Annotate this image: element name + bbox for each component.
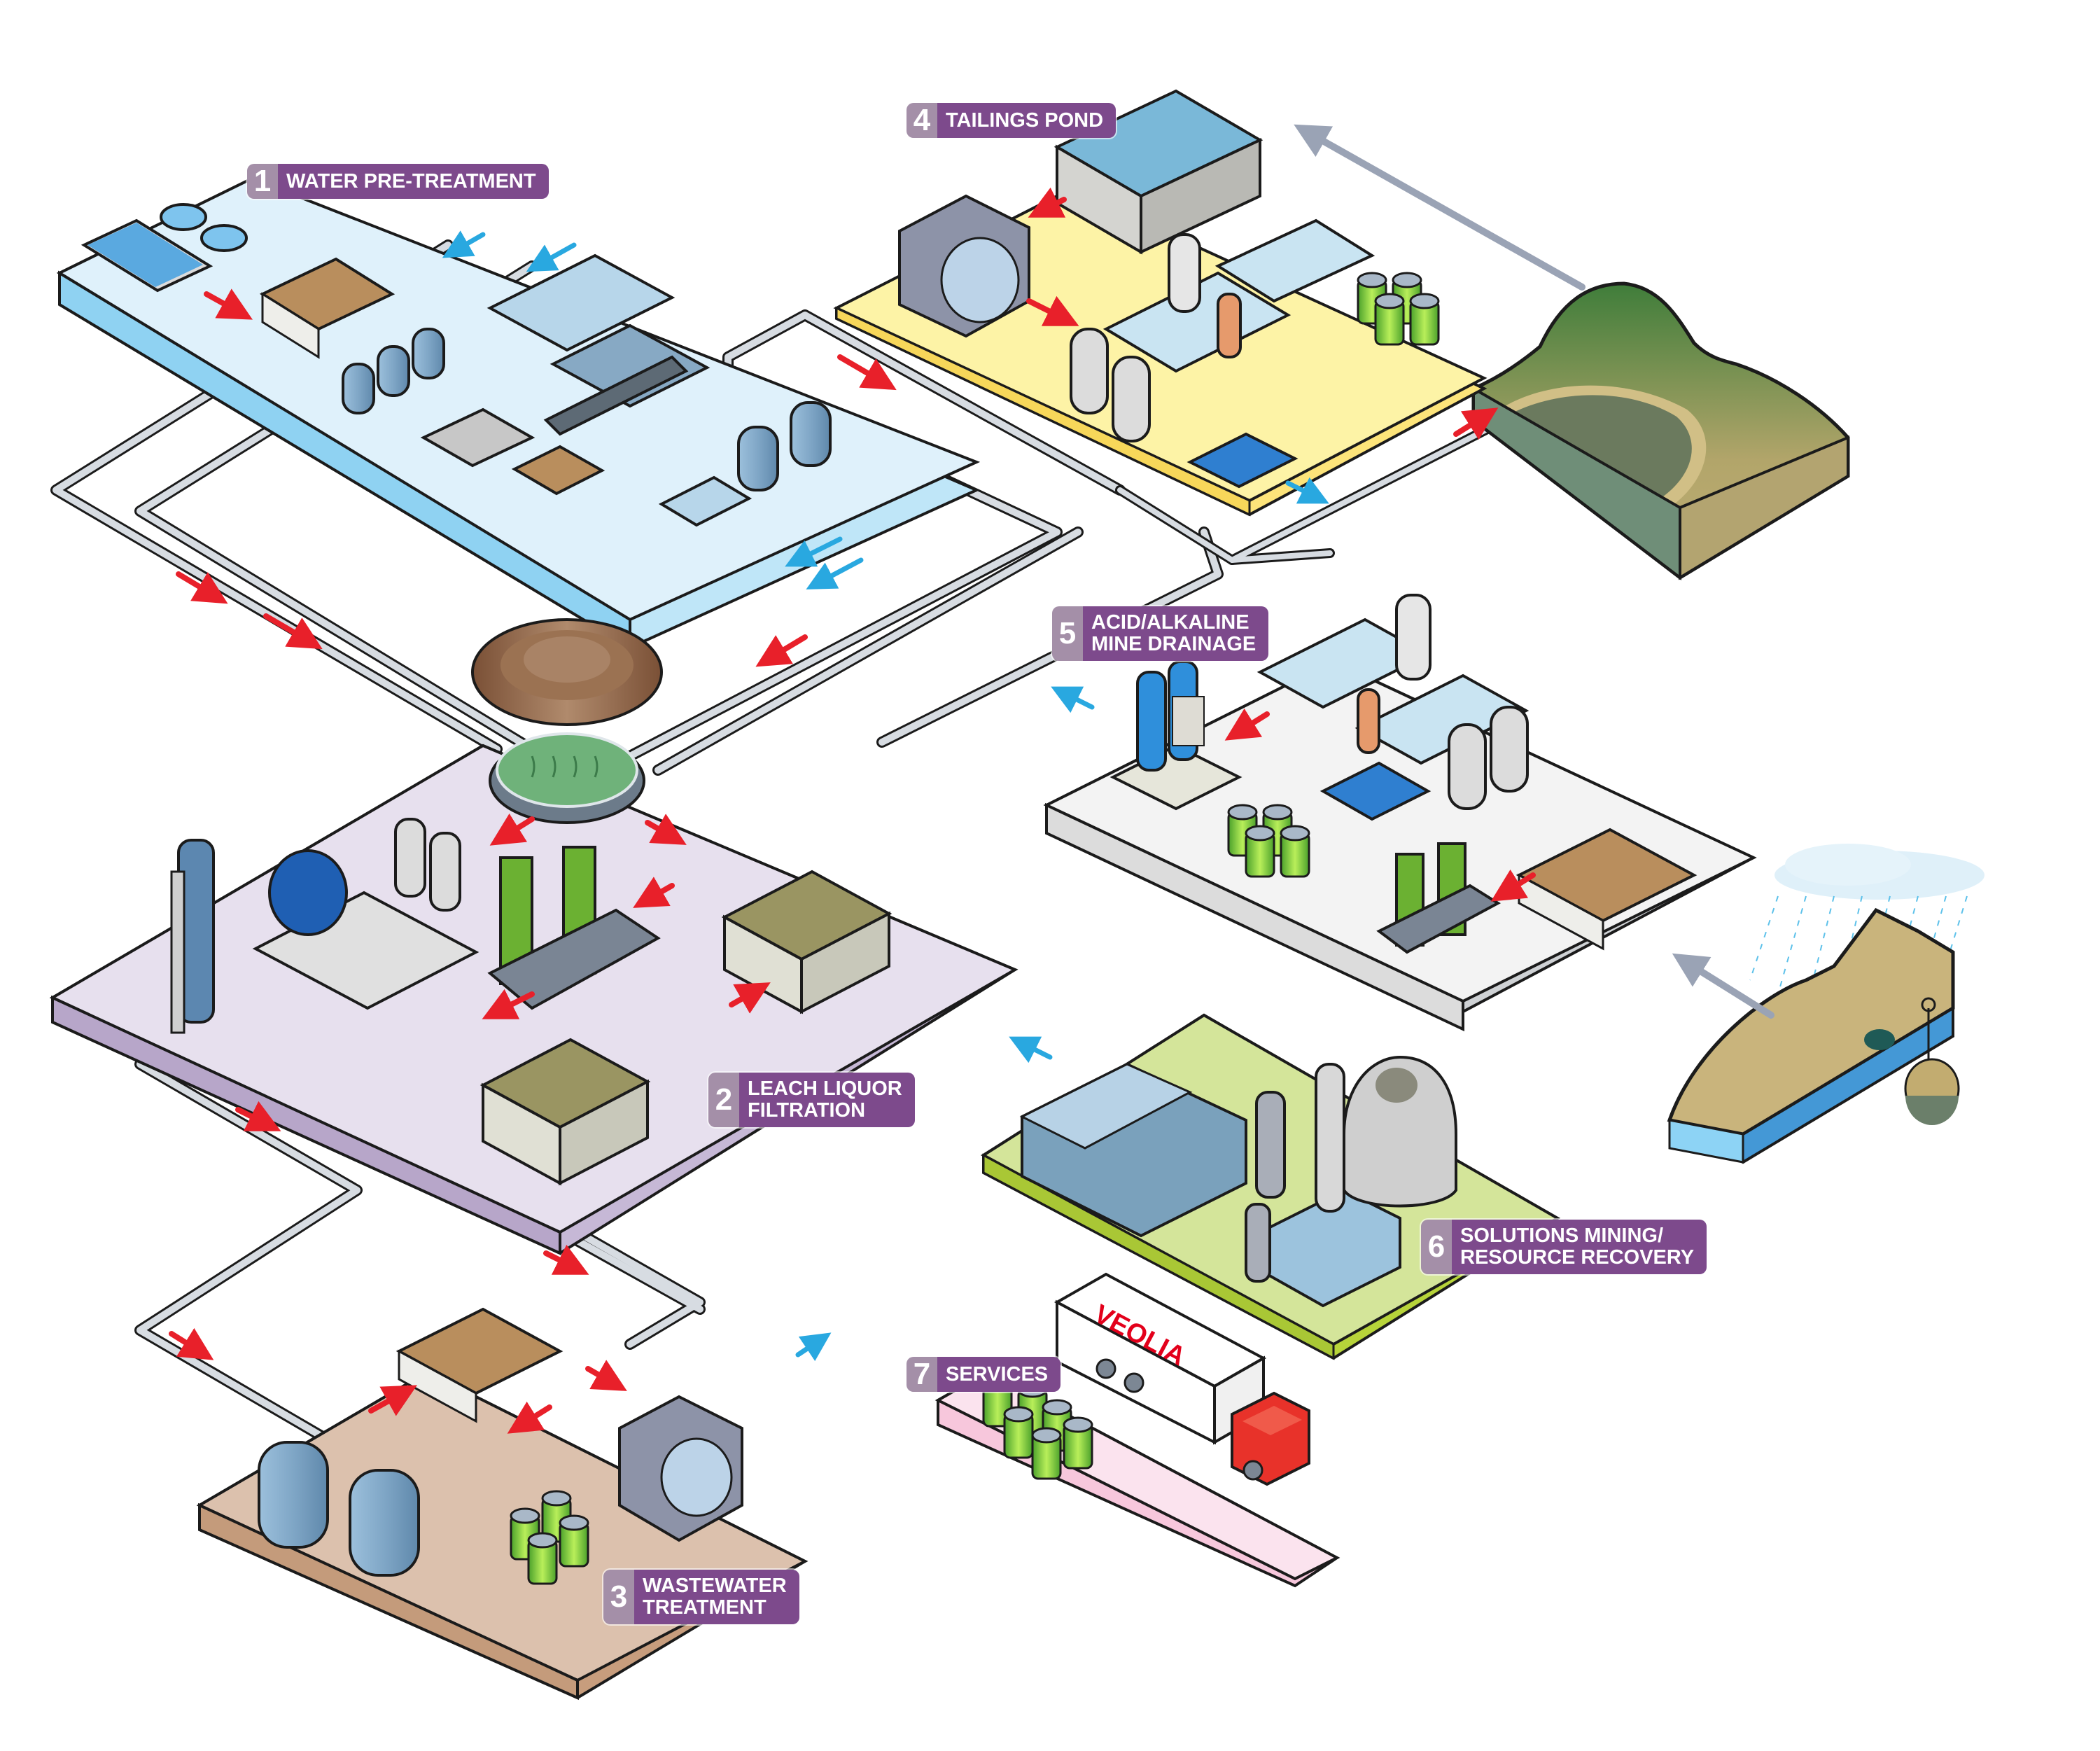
silos bbox=[1357, 594, 1529, 810]
process-building bbox=[1019, 1062, 1401, 1308]
treatment-unit bbox=[259, 257, 396, 359]
flow-arrow bbox=[1490, 869, 1536, 902]
station-number: 5 bbox=[1052, 606, 1083, 661]
platform-wastewater bbox=[196, 1307, 808, 1701]
flow-arrow bbox=[169, 1327, 214, 1360]
scrubber-tower bbox=[170, 839, 215, 1034]
settling-tank bbox=[479, 870, 892, 1186]
station-title-line-2: RESOURCE RECOVERY bbox=[1460, 1246, 1695, 1269]
evaporator-skid bbox=[252, 818, 479, 1010]
platform-water-pretreatment bbox=[56, 176, 981, 650]
input-arrow bbox=[1672, 953, 1774, 1019]
veolia-filter-skid bbox=[1110, 660, 1242, 811]
station-title-line-1: SOLUTIONS MINING/ bbox=[1460, 1225, 1663, 1247]
station-title-line-1: ACID/ALKALINE bbox=[1091, 611, 1250, 634]
station-label-5: 5 ACID/ALKALINE MINE DRAINAGE bbox=[1052, 606, 1269, 661]
drum-filter bbox=[898, 194, 1030, 338]
station-number: 4 bbox=[906, 103, 937, 138]
membrane-racks bbox=[1256, 618, 1530, 765]
storage-tanks bbox=[342, 328, 832, 491]
station-label-3: 3 WASTEWATER TREATMENT bbox=[603, 1570, 799, 1624]
station-label-7: 7 SERVICES bbox=[906, 1357, 1061, 1392]
station-label-4: 4 TAILINGS POND bbox=[906, 103, 1116, 138]
pump-unit bbox=[1320, 761, 1432, 821]
flow-arrow bbox=[176, 571, 228, 604]
station-title: TAILINGS POND bbox=[946, 109, 1104, 132]
thickener bbox=[471, 618, 663, 824]
flow-arrow bbox=[235, 1101, 281, 1131]
flow-arrow bbox=[729, 982, 771, 1014]
drum-filter bbox=[618, 1395, 743, 1542]
water-arrow bbox=[1051, 686, 1095, 713]
platform-services: VEOLIA bbox=[934, 1272, 1340, 1588]
flow-arrow bbox=[482, 989, 535, 1019]
water-arrow bbox=[1285, 477, 1329, 504]
water-arrow bbox=[1009, 1036, 1053, 1063]
flow-arrow bbox=[1453, 407, 1499, 440]
storage-tanks bbox=[258, 1441, 420, 1577]
flow-arrow bbox=[368, 1385, 417, 1416]
process-flow-arrows bbox=[169, 124, 1774, 1434]
station-label-2: 2 LEACH LIQUOR FILTRATION bbox=[708, 1073, 915, 1127]
station-title-line-2: MINE DRAINAGE bbox=[1091, 633, 1256, 655]
station-number: 3 bbox=[603, 1570, 634, 1624]
veolia-truck: VEOLIA bbox=[1054, 1272, 1310, 1486]
clarifier-tank bbox=[1054, 89, 1264, 255]
platform-resource-recovery bbox=[981, 1013, 1561, 1360]
platform-leach-liquor bbox=[49, 618, 1018, 1256]
station-title: WATER PRE-TREATMENT bbox=[286, 169, 536, 193]
treatment-unit bbox=[396, 1307, 564, 1423]
station-title-line-2: TREATMENT bbox=[643, 1596, 766, 1619]
station-number: 7 bbox=[906, 1357, 937, 1392]
flow-arrow bbox=[585, 1360, 627, 1391]
flow-arrow bbox=[507, 1401, 552, 1434]
station-number: 1 bbox=[247, 164, 278, 199]
filter-skid bbox=[420, 407, 752, 527]
station-title-line-2: FILTRATION bbox=[748, 1099, 866, 1122]
sedimentation-basin bbox=[80, 218, 214, 293]
ion-exchange-columns bbox=[487, 846, 661, 1010]
platform-mine-drainage bbox=[1043, 594, 1757, 1032]
membrane-racks bbox=[486, 253, 710, 436]
water-arrow bbox=[806, 557, 864, 590]
pump-unit bbox=[1186, 432, 1298, 489]
station-label-6: 6 SOLUTIONS MINING/ RESOURCE RECOVERY bbox=[1421, 1220, 1707, 1274]
water-arrow bbox=[785, 536, 843, 567]
platform-tailings-pond bbox=[833, 89, 1488, 517]
station-number: 6 bbox=[1421, 1220, 1452, 1274]
flow-arrow bbox=[263, 613, 323, 650]
station-title-line-1: WASTEWATER bbox=[643, 1575, 787, 1597]
flow-arrow bbox=[1224, 708, 1270, 741]
water-arrow bbox=[795, 1332, 832, 1362]
station-number: 2 bbox=[708, 1073, 739, 1127]
flow-arrow bbox=[543, 1244, 589, 1275]
station-label-1: 1 WATER PRE-TREATMENT bbox=[247, 164, 549, 199]
tailings-pond-hill bbox=[1471, 281, 1850, 581]
flow-arrow bbox=[489, 813, 535, 846]
station-title: SERVICES bbox=[946, 1362, 1049, 1386]
station-title-line-1: LEACH LIQUOR bbox=[748, 1077, 902, 1100]
input-arrow bbox=[1294, 124, 1586, 291]
ion-exchange-columns bbox=[1376, 842, 1501, 954]
flow-arrow bbox=[1028, 187, 1067, 218]
circular-clarifier bbox=[160, 203, 248, 252]
flow-arrow bbox=[755, 634, 808, 667]
flow-arrow bbox=[837, 354, 897, 391]
flow-arrow bbox=[633, 877, 675, 908]
storage-sphere bbox=[1343, 1055, 1457, 1208]
distillation-columns bbox=[1245, 1063, 1345, 1283]
flow-arrow bbox=[204, 288, 253, 320]
flow-arrow bbox=[645, 814, 687, 845]
flow-arrow bbox=[1026, 295, 1079, 326]
water-arrow bbox=[526, 242, 577, 272]
water-arrow bbox=[442, 230, 486, 258]
heap-leach-pad bbox=[1667, 844, 1984, 1164]
silos bbox=[1070, 233, 1242, 442]
